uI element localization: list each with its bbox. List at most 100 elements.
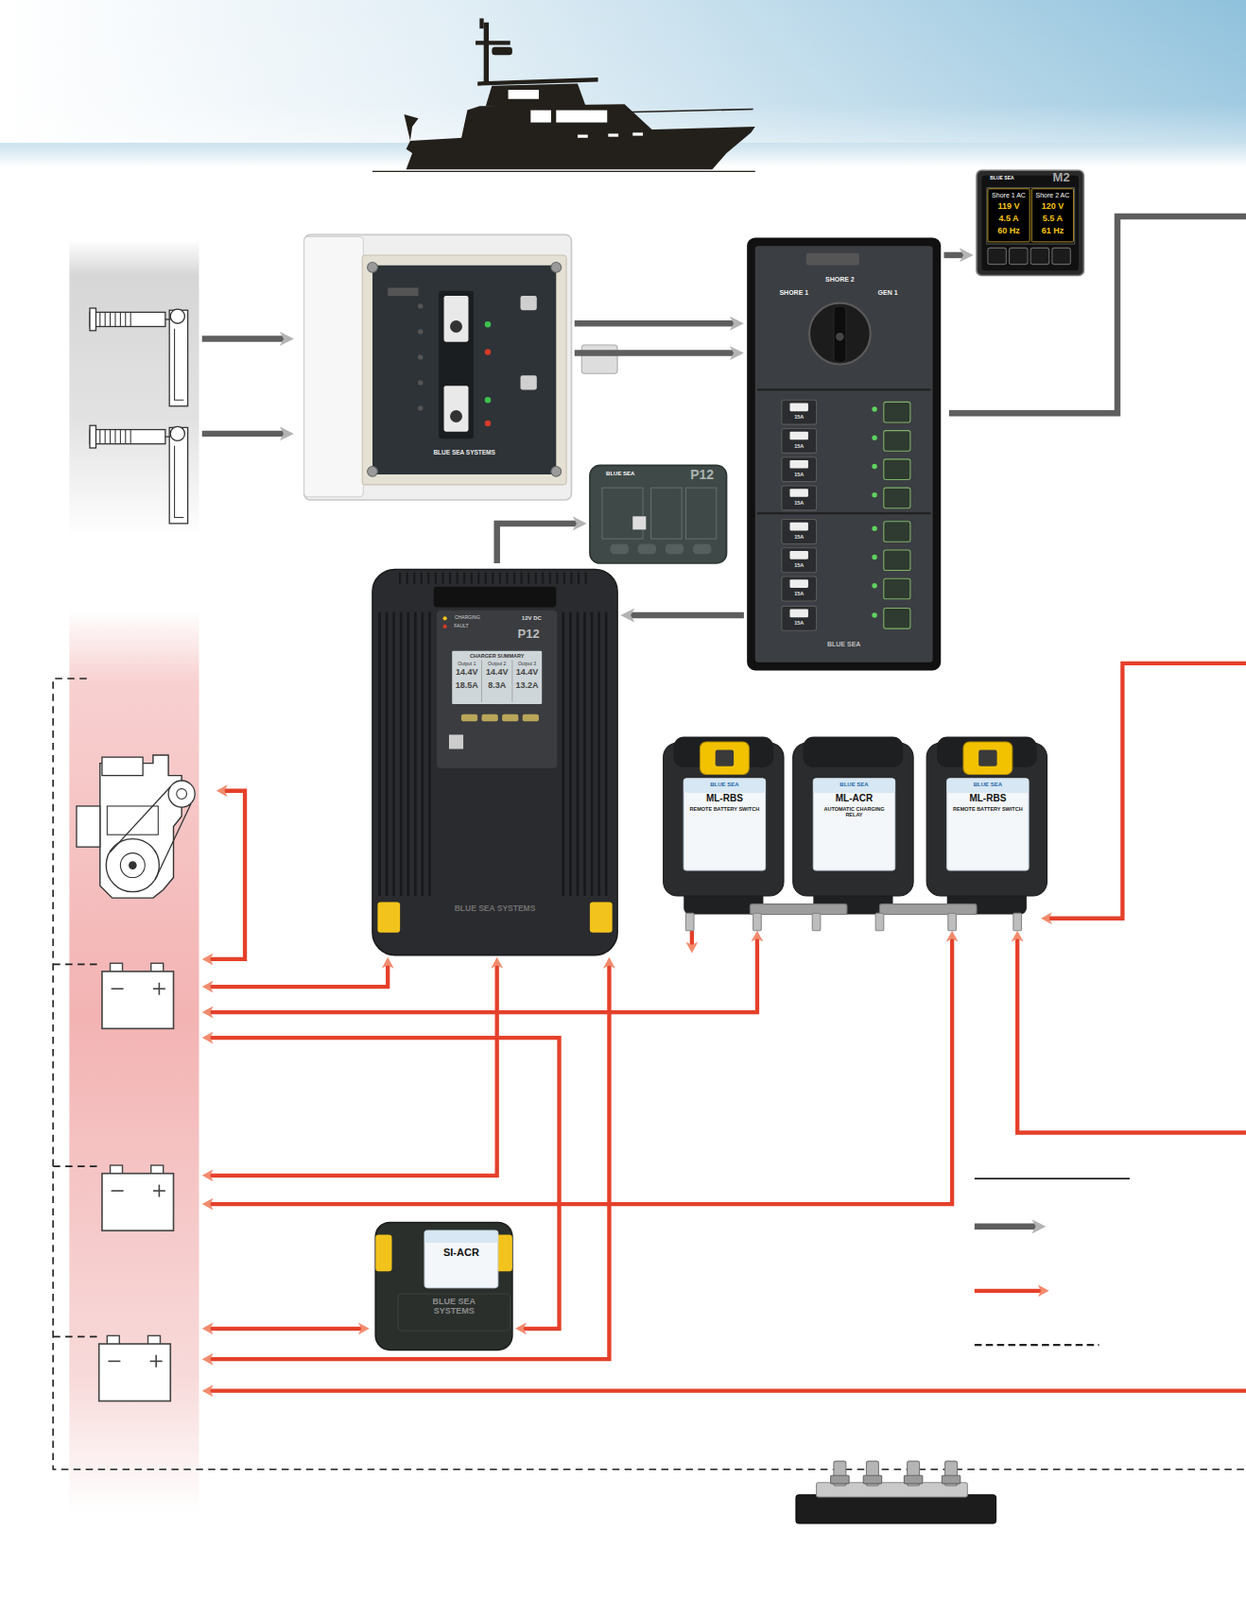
battery-charger-drawing-part (589, 901, 613, 933)
selector-panel-drawing-part (883, 487, 911, 509)
charger-reading: FAULT (449, 623, 474, 630)
panel-label: 15A (783, 590, 814, 597)
engine-icon-part (106, 806, 158, 835)
battery-icon-part (158, 1185, 161, 1198)
ac-panel-drawing-part (438, 291, 474, 440)
meter-reading: Shore 1 AC (987, 191, 1029, 200)
ac-panel-drawing-part (417, 405, 423, 411)
shore-inlet-icon-part (170, 426, 185, 441)
selector-panel-drawing-part (789, 579, 808, 589)
selector-panel-drawing-part (883, 578, 911, 600)
selector-panel-drawing-part (883, 521, 911, 543)
text-holder: 8.3A (483, 681, 512, 692)
panel-label: SHORE 2 (817, 276, 863, 284)
text-holder: 15A (783, 471, 814, 478)
remote-display-drawing-part (651, 487, 682, 539)
battery-charger-drawing-part (570, 572, 572, 585)
battery-charger-drawing-part (511, 660, 513, 703)
ac-distribution-panel: BLUE SEA SYSTEMS (304, 234, 572, 501)
dc-wire-part (207, 1327, 364, 1332)
battery-switch-drawing-part (715, 750, 734, 767)
battery-icon-part (102, 1174, 174, 1231)
battery-switch: BLUE SEAML-RBSREMOTE BATTERY SWITCH (663, 734, 784, 935)
text-holder: 15A (783, 500, 814, 506)
charger-reading: 8.3A (483, 681, 512, 692)
legend-sample-part (974, 1224, 1039, 1230)
shore-inlet-icon-part (114, 311, 116, 327)
remote-display-drawing-part (692, 543, 711, 554)
selector-panel-drawing-part (781, 519, 817, 545)
battery-charger-drawing-part (481, 660, 483, 703)
boat-silhouette-part (484, 22, 489, 85)
power-arrow (497, 523, 579, 564)
ac-panel-drawing-part (449, 320, 463, 333)
text-holder: 119 V (987, 202, 1029, 212)
shore-inlet-icon-part (124, 430, 126, 445)
boat-silhouette (372, 17, 756, 172)
boat-silhouette-part (403, 114, 418, 141)
engine-icon-part (100, 755, 182, 899)
ground-line-part (52, 678, 1246, 1471)
boat-silhouette-part (475, 40, 511, 45)
charging-relay-drawing-part (424, 1230, 499, 1244)
remote-display-drawing-part (685, 487, 716, 539)
shore-inlet-icon-part (104, 430, 106, 445)
engine-icon-part (102, 757, 143, 776)
meter-reading: M2 (1045, 171, 1076, 185)
product-label: BLUE SEA (957, 781, 1020, 789)
bus-bar-drawing-part (941, 1475, 960, 1485)
battery-charger-drawing-part (414, 612, 417, 897)
shore-inlet-icon-part (170, 309, 185, 324)
boat-silhouette-part (479, 17, 484, 29)
text-holder: BLUE SEA (957, 781, 1020, 789)
shore-inlet-icon-part (89, 311, 166, 327)
battery-switch-drawing-part (699, 742, 749, 776)
product-label: ML-ACR (816, 793, 893, 804)
ac-panel-drawing-part (484, 420, 491, 427)
battery-icon-part (111, 1190, 124, 1193)
battery-switch: BLUE SEAML-RBSREMOTE BATTERY SWITCH (926, 734, 1047, 935)
selector-panel-drawing-part (781, 548, 817, 573)
charging-relay-drawing (793, 737, 914, 916)
dc-wire-part (207, 1388, 1246, 1393)
bus-bar-drawing-part (903, 1475, 922, 1485)
ac-panel-drawing-part (520, 295, 537, 311)
panel-label: GEN 1 (867, 289, 909, 297)
boat-silhouette-part (632, 132, 643, 136)
selector-panel-drawing-part (789, 609, 808, 619)
battery-charger-drawing-part (522, 714, 539, 723)
battery-switch-drawing (663, 737, 784, 916)
boat-silhouette-part (491, 47, 513, 56)
text-holder: GEN 1 (867, 289, 909, 297)
text-holder: ML-RBS (686, 793, 762, 804)
product-label: BLUE SEA (598, 470, 643, 478)
battery-charger-drawing-part (372, 569, 618, 955)
ac-panel-drawing-part (520, 375, 537, 390)
charger-reading: 14.4V (452, 668, 482, 678)
ac-panel-drawing-part (304, 236, 364, 497)
battery-charger-drawing-part (420, 572, 423, 585)
battery-switch-drawing-part (683, 778, 765, 871)
panel-label: 15A (783, 500, 814, 506)
charging-relay-drawing (375, 1223, 513, 1351)
source-bands (69, 240, 199, 1514)
terminal-stud (685, 904, 1022, 932)
selector-panel-drawing-part (833, 306, 847, 363)
charger-reading: Output 3 (512, 661, 541, 668)
boat-silhouette-part (624, 109, 754, 113)
battery-charger-drawing-part (491, 572, 494, 585)
product-label: REMOTE BATTERY SWITCH (950, 806, 1026, 813)
battery-icon (102, 1165, 174, 1231)
dc-wire-part (690, 931, 694, 948)
ground-line-part (52, 1336, 97, 1339)
meter-reading: Shore 2 AC (1032, 191, 1073, 200)
selector-panel-drawing-part (871, 612, 877, 618)
text-holder: 15A (783, 534, 814, 540)
dc-wire (207, 663, 1246, 1392)
ac-panel-drawing-part (551, 261, 562, 273)
text-holder: 12V DC (514, 615, 550, 623)
charging-relay-drawing-part (424, 1230, 499, 1288)
battery-charger-drawing-part (399, 612, 403, 897)
shore-inlet-icon-part (120, 311, 122, 327)
text-holder: 15A (783, 562, 814, 569)
